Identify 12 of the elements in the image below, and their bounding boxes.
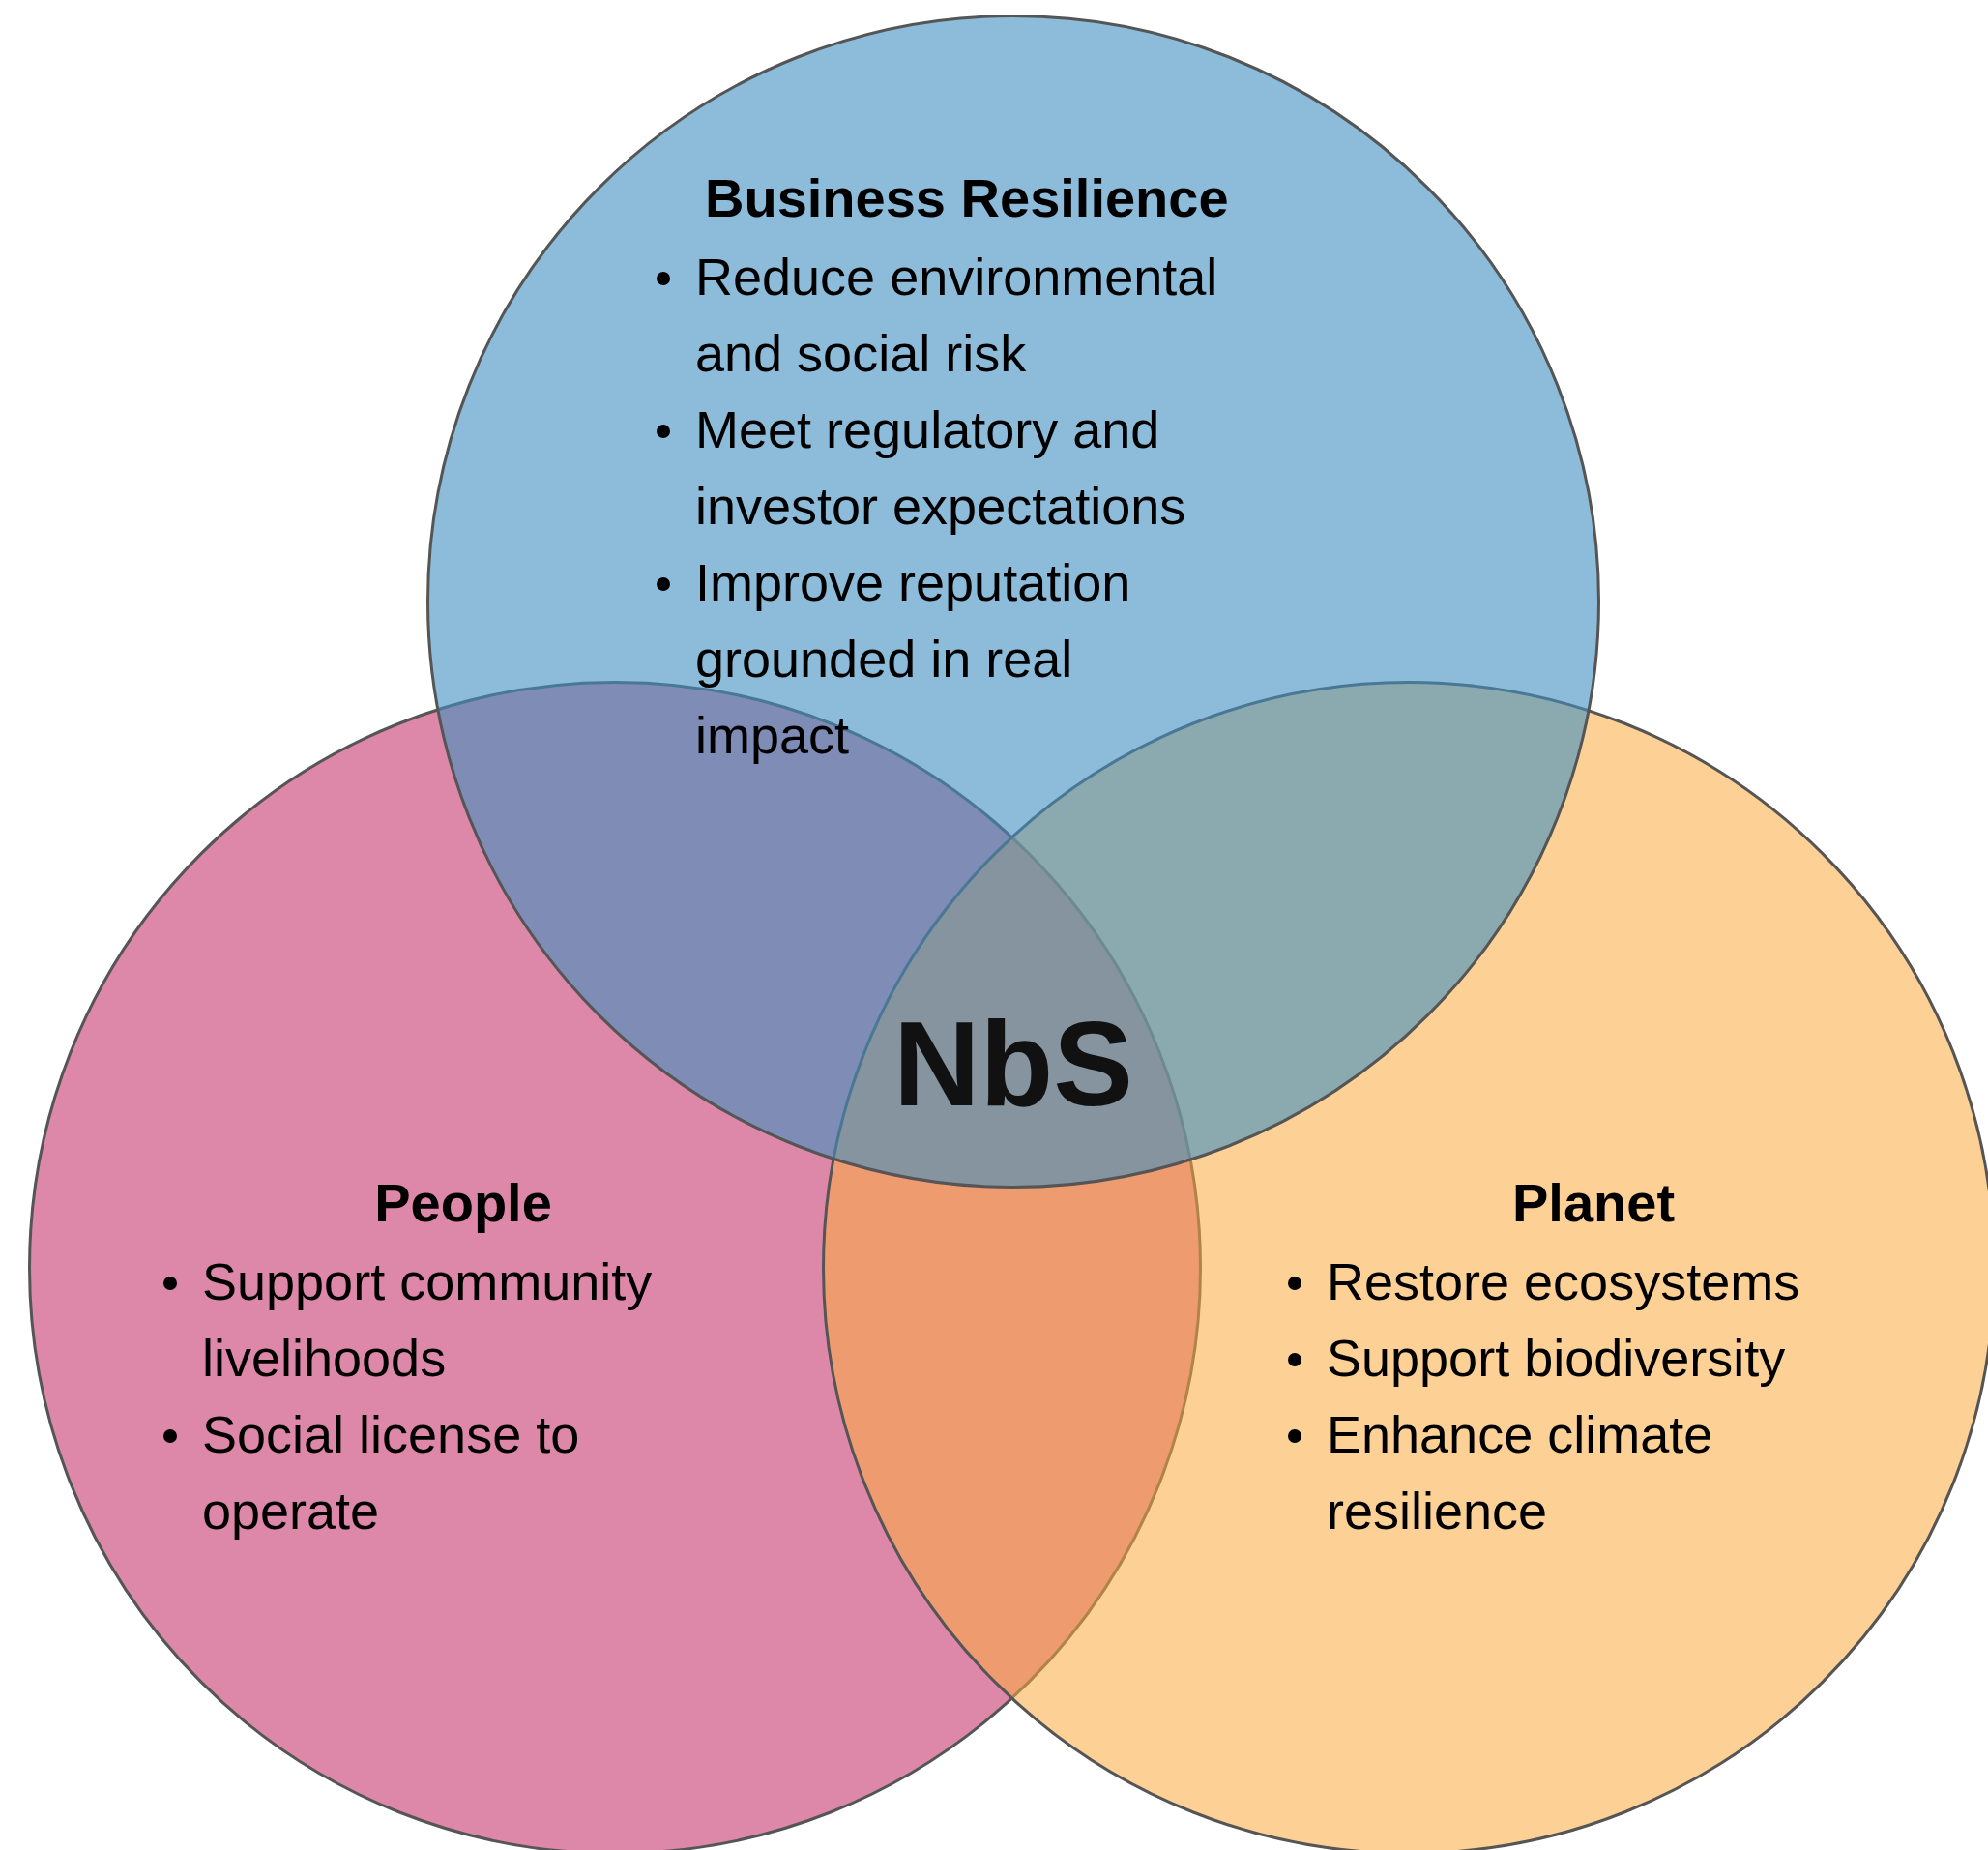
bullet-text: Reduce environmental and social risk <box>695 247 1219 384</box>
bullet-text: Social license to operate <box>202 1404 581 1542</box>
bullet-text: Improve reputation grounded in real impact <box>695 552 1132 766</box>
bullet-text: Support biodiversity <box>1327 1328 1786 1389</box>
bullet-text: Support community livelihoods <box>202 1251 654 1389</box>
bullet-text: Restore ecosystems <box>1327 1251 1800 1312</box>
center-label: NbS <box>892 996 1134 1131</box>
circle-heading: Business Resilience <box>705 166 1229 230</box>
bullet-text: Enhance climate resilience <box>1327 1404 1714 1542</box>
bullet-text: Meet regulatory and investor expectations <box>695 399 1187 537</box>
circle-heading: Planet <box>1510 1171 1677 1235</box>
circle-heading: People <box>373 1171 553 1235</box>
